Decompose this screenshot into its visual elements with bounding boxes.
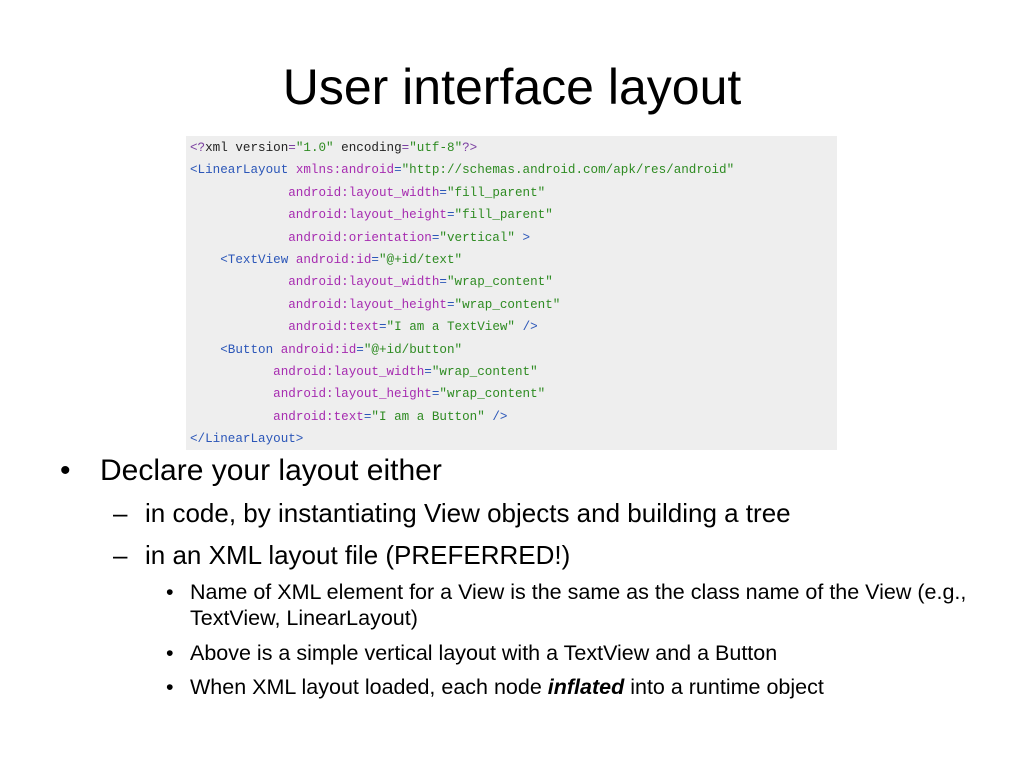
code-token-plain: encoding xyxy=(333,141,402,155)
code-token-tag: = xyxy=(446,208,455,223)
code-token-plain xyxy=(190,387,273,401)
code-token-tag: <Button xyxy=(220,342,274,357)
code-token-tag: = xyxy=(424,364,432,379)
code-token-plain xyxy=(190,208,288,222)
code-token-plain xyxy=(190,410,273,424)
code-token-tag: = xyxy=(431,230,440,245)
slide-title: User interface layout xyxy=(282,59,742,115)
code-line: <?xml version="1.0" encoding="utf-8"?> xyxy=(186,137,837,159)
code-token-tag: = xyxy=(446,297,455,312)
subsubbullet-text: Name of XML element for a View is the sa… xyxy=(190,580,967,630)
code-line: android:orientation="vertical" > xyxy=(186,227,837,249)
code-line: <TextView android:id="@+id/text" xyxy=(186,249,837,271)
code-token-tag: = xyxy=(356,342,364,357)
code-token-attr: android:id xyxy=(295,252,372,267)
code-token-tag: = xyxy=(363,409,372,424)
code-token-attr: android:layout_width xyxy=(288,275,440,290)
code-token-plain xyxy=(190,365,273,379)
code-token-plain xyxy=(273,343,281,357)
dash-icon: – xyxy=(113,498,128,528)
code-token-tag: = xyxy=(378,320,387,335)
code-token-plain xyxy=(190,186,288,200)
code-token-attr: android:text xyxy=(288,320,379,335)
code-token-plain xyxy=(515,320,523,334)
code-token-attr: android:layout_width xyxy=(273,364,425,379)
code-token-str: "wrap_content" xyxy=(446,275,553,290)
code-token-str: "wrap_content" xyxy=(431,364,538,379)
code-line: android:layout_width="wrap_content" xyxy=(186,361,837,383)
xml-code-block: <?xml version="1.0" encoding="utf-8"?><L… xyxy=(186,136,837,450)
subsubbullet-text: Above is a simple vertical layout with a… xyxy=(190,641,778,665)
code-token-attr: android:text xyxy=(273,409,364,424)
text-after: into a runtime object xyxy=(624,675,824,699)
code-token-tag: = xyxy=(439,185,447,200)
code-token-str: "http://schemas.android.com/apk/res/andr… xyxy=(401,163,735,178)
subbullet-text: in code, by instantiating View objects a… xyxy=(145,498,791,528)
bullet-text: Declare your layout either xyxy=(100,454,442,487)
code-token-attr: android:layout_height xyxy=(288,297,447,312)
code-token-str: "@+id/button" xyxy=(363,342,463,357)
code-line: android:layout_height="wrap_content" xyxy=(186,383,837,405)
code-token-plain xyxy=(190,275,288,289)
bullet-dot-icon: • xyxy=(166,580,174,604)
code-token-tag: = xyxy=(371,252,379,267)
code-line: android:text="I am a Button" /> xyxy=(186,406,837,428)
code-token-plain xyxy=(190,320,288,334)
subbullet-text: in an XML layout file (PREFERRED!) xyxy=(145,540,571,570)
code-line: android:layout_width="fill_parent" xyxy=(186,182,837,204)
code-token-tag: > xyxy=(522,230,531,245)
code-line: android:text="I am a TextView" /> xyxy=(186,316,837,338)
code-token-str: "fill_parent" xyxy=(454,208,553,223)
code-token-str: "I am a TextView" xyxy=(386,320,515,335)
bullet-dot-icon: • xyxy=(166,675,174,699)
code-token-str: "utf-8" xyxy=(409,141,463,155)
inflated-emphasis: inflated xyxy=(547,675,625,699)
code-token-str: "1.0" xyxy=(295,141,334,155)
code-token-tag: </LinearLayout> xyxy=(190,432,304,447)
code-token-str: "@+id/text" xyxy=(378,252,463,267)
code-line: <Button android:id="@+id/button" xyxy=(186,339,837,361)
code-token-pi: = xyxy=(288,141,296,155)
code-token-tag: /> xyxy=(522,320,538,335)
code-token-tag: <LinearLayout xyxy=(190,163,289,178)
dash-icon: – xyxy=(113,540,128,570)
bullet-dot-icon: • xyxy=(60,454,71,487)
code-token-pi: ?> xyxy=(462,141,478,155)
code-token-attr: android:orientation xyxy=(288,230,432,245)
text-before: When XML layout loaded, each node xyxy=(190,675,548,699)
code-token-plain xyxy=(190,343,220,357)
code-token-str: "I am a Button" xyxy=(371,409,485,424)
code-token-str: "wrap_content" xyxy=(454,297,561,312)
code-token-attr: android:layout_height xyxy=(273,387,432,402)
code-token-str: "vertical" xyxy=(439,230,515,245)
code-token-plain: xml version xyxy=(205,141,289,155)
code-token-tag: = xyxy=(439,275,447,290)
code-token-pi: = xyxy=(401,141,410,155)
code-token-str: "fill_parent" xyxy=(446,185,546,200)
code-token-attr: android:id xyxy=(280,342,357,357)
code-token-plain xyxy=(190,231,288,245)
code-token-str: "wrap_content" xyxy=(439,387,546,402)
code-line: android:layout_height="wrap_content" xyxy=(186,294,837,316)
code-line: android:layout_height="fill_parent" xyxy=(186,204,837,226)
code-token-plain xyxy=(190,253,220,267)
code-token-attr: android:layout_height xyxy=(288,208,447,223)
code-line: android:layout_width="wrap_content" xyxy=(186,271,837,293)
bullet-dot-icon: • xyxy=(166,641,174,665)
code-token-tag: = xyxy=(394,163,402,178)
code-token-tag: <TextView xyxy=(220,252,289,267)
code-token-attr: xmlns:android xyxy=(295,163,395,178)
subsubbullet-text: When XML layout loaded, each node inflat… xyxy=(190,674,990,700)
code-token-tag: = xyxy=(431,387,440,402)
code-line: <LinearLayout xmlns:android="http://sche… xyxy=(186,159,837,181)
code-token-plain xyxy=(288,163,296,177)
code-token-attr: android:layout_width xyxy=(288,185,440,200)
code-token-tag: /> xyxy=(492,409,508,424)
code-token-plain xyxy=(515,231,523,245)
code-token-plain xyxy=(288,253,296,267)
code-line: </LinearLayout> xyxy=(186,428,837,450)
code-token-pi: <? xyxy=(190,141,206,155)
code-token-plain xyxy=(190,298,288,312)
